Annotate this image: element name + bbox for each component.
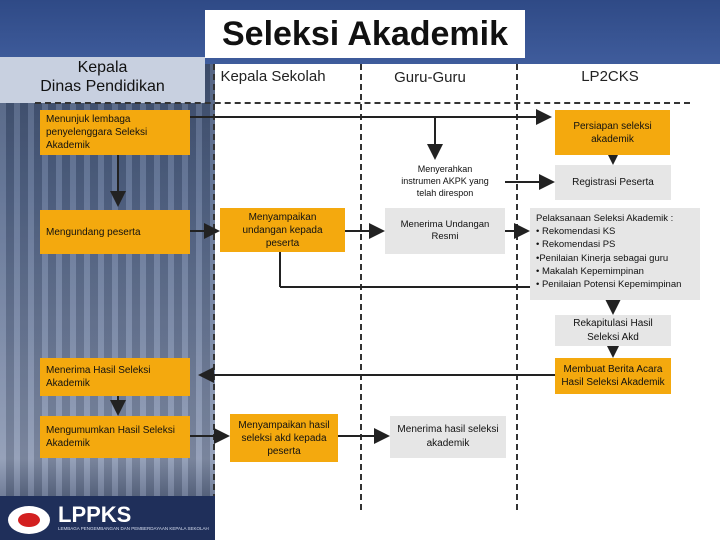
box-menyerahkan-line2: instrumen AKPK yang <box>401 176 489 186</box>
lane-divider-1 <box>213 64 215 510</box>
pelaksanaan-item-2: • Rekomendasi PS <box>536 239 616 251</box>
pelaksanaan-item-1: • Rekomendasi KS <box>536 226 616 238</box>
pelaksanaan-item-4: • Makalah Kepemimpinan <box>536 265 644 277</box>
column-header-kepala-sekolah: Kepala Sekolah <box>220 68 326 85</box>
box-menerima-undangan-line2: Resmi <box>431 231 459 242</box>
box-menerima-hasil-guru-line1: Menerima hasil seleksi <box>397 424 499 435</box>
box-menerima-hasil-line2: Akademik <box>46 378 90 389</box>
box-menunjuk-line2: penyelenggara Seleksi <box>46 127 148 138</box>
box-menerima-hasil-guru: Menerima hasil seleksi akademik <box>390 416 506 458</box>
box-mengumumkan-line2: Akademik <box>46 438 90 449</box>
box-mengumumkan-hasil: Mengumumkan Hasil Seleksi Akademik <box>40 416 190 458</box>
lppks-logo-subtitle: LEMBAGA PENGEMBANGAN DAN PEMBERDAYAAN KE… <box>58 526 209 531</box>
pelaksanaan-item-5: • Penilaian Potensi Kepemimpinan <box>536 279 682 291</box>
column-header-lp2cks: LP2CKS <box>581 68 639 85</box>
box-berita-acara-line2: Hasil Seleksi Akademik <box>561 377 665 388</box>
lppks-emblem-icon <box>8 506 50 534</box>
box-menunjuk-line3: Akademik <box>46 140 90 151</box>
box-menunjuk-line1: Menunjuk lembaga <box>46 114 131 125</box>
box-menyampaikan-hasil: Menyampaikan hasil seleksi akd kepada pe… <box>230 414 338 462</box>
box-menyampaikan-undangan-line2: undangan kepada <box>242 224 323 236</box>
box-menerima-hasil-line1: Menerima Hasil Seleksi <box>46 365 151 376</box>
column-header-kepala-dinas: Kepala Dinas Pendidikan <box>0 57 205 103</box>
lppks-logo-text: LPPKS <box>58 502 132 527</box>
pelaksanaan-title: Pelaksanaan Seleksi Akademik : <box>536 213 674 224</box>
column-header-guru: Guru-Guru <box>394 69 466 86</box>
box-rekapitulasi-hasil: Rekapitulasi Hasil Seleksi Akd <box>555 315 671 346</box>
box-mengumumkan-line1: Mengumumkan Hasil Seleksi <box>46 425 175 436</box>
box-menerima-undangan-line1: Menerima Undangan <box>400 219 490 230</box>
box-menerima-hasil-seleksi: Menerima Hasil Seleksi Akademik <box>40 358 190 396</box>
box-menyampaikan-undangan-line1: Menyampaikan <box>248 211 317 223</box>
box-menunjuk-lembaga: Menunjuk lembaga penyelenggara Seleksi A… <box>40 110 190 155</box>
box-menyampaikan-undangan-line3: peserta <box>265 237 300 249</box>
box-pelaksanaan-seleksi: Pelaksanaan Seleksi Akademik : • Rekomen… <box>530 208 700 300</box>
box-persiapan-seleksi: Persiapan seleksi akademik <box>555 110 670 155</box>
box-menyerahkan-line1: Menyerahkan <box>417 164 473 174</box>
pelaksanaan-item-3: •Penilaian Kinerja sebagai guru <box>536 252 669 264</box>
column-header-kepala-dinas-line1: Kepala <box>77 59 128 76</box>
box-berita-acara-line1: Membuat Berita Acara <box>563 364 663 375</box>
box-menyampaikan-hasil-line3: peserta <box>267 445 301 457</box>
box-registrasi-peserta: Registrasi Peserta <box>555 165 671 200</box>
box-menyampaikan-undangan: Menyampaikan undangan kepada peserta <box>220 208 345 252</box>
page-title: Seleksi Akademik <box>205 10 525 58</box>
box-menyampaikan-hasil-line1: Menyampaikan hasil <box>238 419 330 431</box>
box-rekapitulasi-line2: Seleksi Akd <box>587 331 639 343</box>
column-header-kepala-dinas-line2: Dinas Pendidikan <box>40 78 165 95</box>
box-menyerahkan-line3: telah direspon <box>416 188 474 198</box>
box-persiapan-line1: Persiapan seleksi <box>573 120 652 132</box>
header-divider <box>35 102 690 104</box>
box-mengundang-peserta: Mengundang peserta <box>40 210 190 254</box>
box-persiapan-line2: akademik <box>591 133 634 145</box>
box-rekapitulasi-line1: Rekapitulasi Hasil <box>573 317 653 329</box>
box-menerima-undangan: Menerima Undangan Resmi <box>385 208 505 254</box>
box-menyampaikan-hasil-line2: seleksi akd kepada <box>241 432 327 444</box>
box-berita-acara: Membuat Berita Acara Hasil Seleksi Akade… <box>555 358 671 394</box>
box-menyerahkan-instrumen: Menyerahkan instrumen AKPK yang telah di… <box>385 160 505 202</box>
box-menerima-hasil-guru-line2: akademik <box>426 438 470 449</box>
